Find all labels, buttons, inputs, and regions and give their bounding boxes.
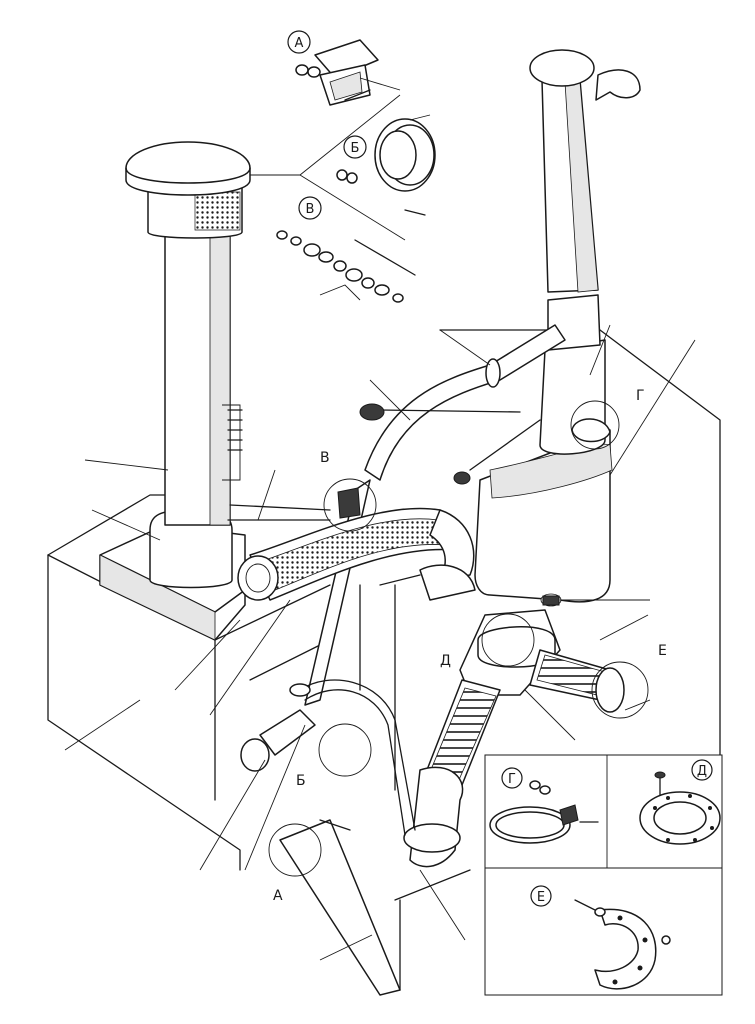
- leader-lines: [64, 94, 696, 961]
- exploded-detail-a: [295, 39, 401, 106]
- inset-g-clamp: [489, 780, 599, 844]
- label-detail-b: Б: [296, 773, 306, 789]
- label-inset-g: Г: [501, 767, 523, 789]
- label-detail-a: А: [273, 888, 283, 904]
- label-detail-v: В: [320, 450, 330, 466]
- label-inset-top-b: Б: [343, 135, 367, 159]
- label-detail-e: Е: [658, 643, 667, 659]
- label-detail-d: Д: [440, 653, 451, 669]
- svg-text:Е: Е: [537, 890, 545, 905]
- exploded-detail-v: [276, 230, 416, 303]
- svg-text:Г: Г: [508, 772, 516, 787]
- pipework: [237, 324, 625, 996]
- detail-markers: [268, 400, 649, 877]
- right-muffler: [474, 49, 641, 607]
- label-inset-d: Д: [691, 759, 713, 781]
- left-muffler: [99, 141, 331, 641]
- inset-e-flange: [574, 899, 671, 990]
- label-inset-top-a: А: [287, 30, 311, 54]
- inset-panels: [484, 754, 723, 996]
- svg-text:Б: Б: [351, 141, 360, 156]
- inset-d-flange: [639, 771, 721, 845]
- svg-text:Д: Д: [697, 764, 707, 779]
- svg-text:А: А: [295, 36, 304, 51]
- label-inset-top-v: В: [298, 196, 322, 220]
- exploded-detail-b: [336, 114, 436, 216]
- svg-text:В: В: [306, 202, 315, 217]
- label-inset-e: Е: [530, 885, 552, 907]
- label-detail-g: Г: [636, 388, 645, 404]
